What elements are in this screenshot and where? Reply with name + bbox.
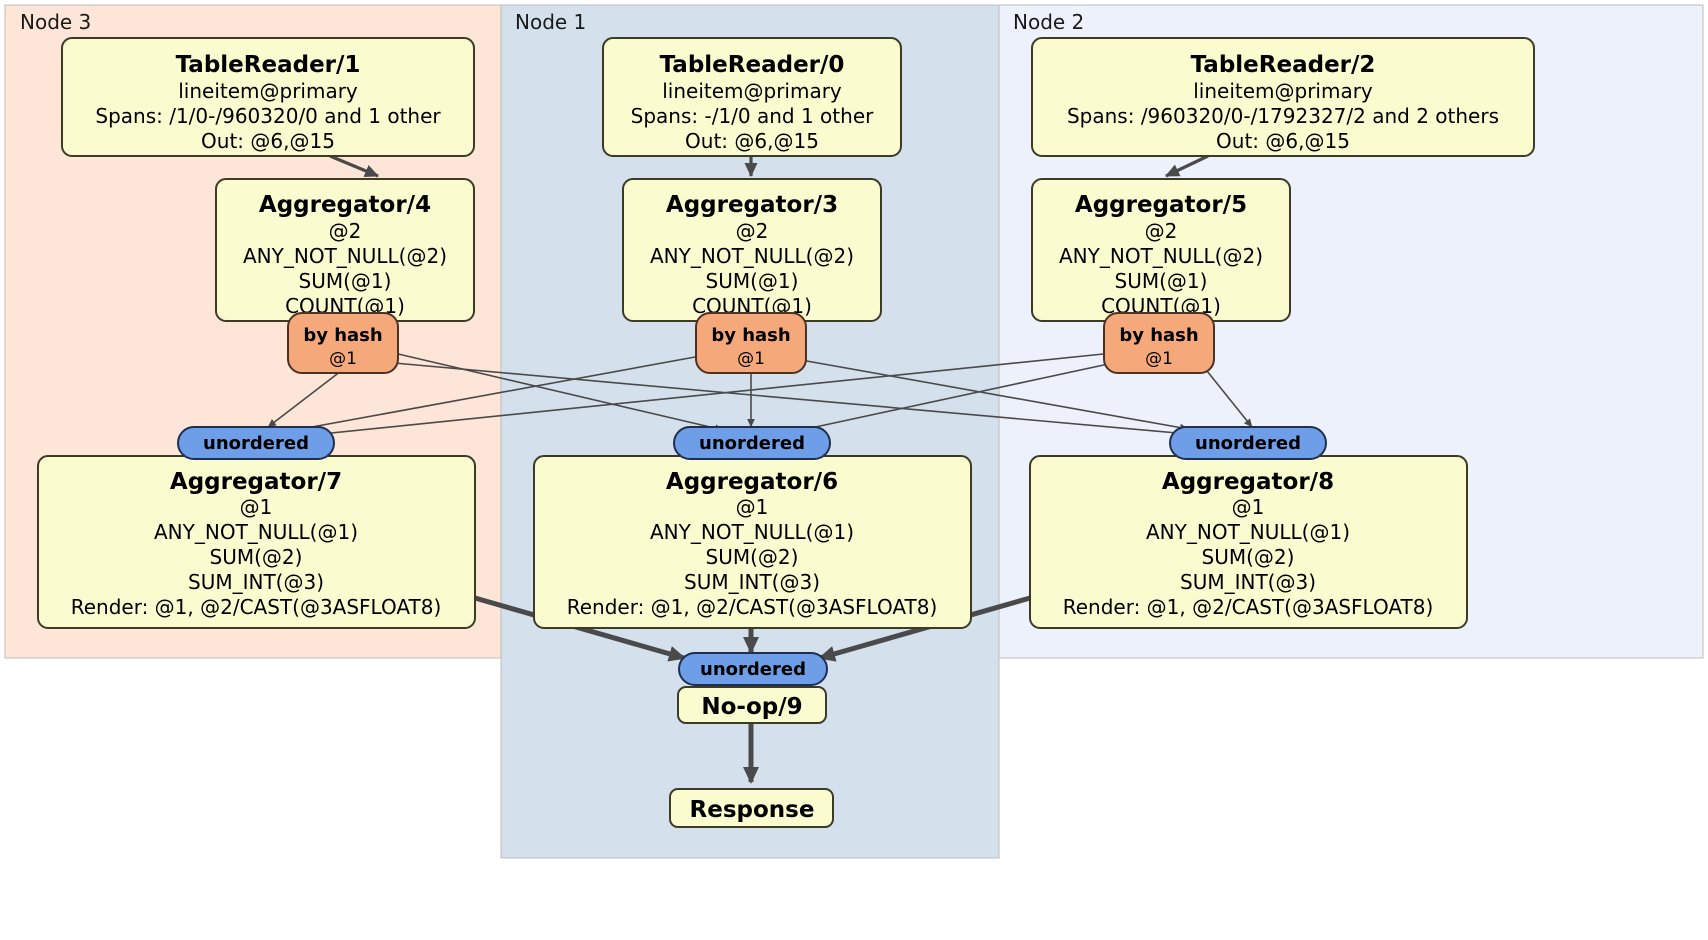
processor-tablereader1-line-0: lineitem@primary — [178, 79, 358, 103]
processor-aggregator8-line-4: Render: @1, @2/CAST(@3ASFLOAT8) — [1063, 595, 1434, 619]
processor-noop9[interactable]: No-op/9 — [677, 686, 827, 724]
processor-tablereader2-title: TableReader/2 — [1191, 52, 1376, 78]
sync-unordered-left[interactable]: unordered — [177, 426, 335, 460]
sync-unordered-right-label: unordered — [1195, 433, 1301, 454]
edge-byhash-center-unordered-right — [800, 359, 1189, 432]
processor-aggregator3-line-1: ANY_NOT_NULL(@2) — [650, 244, 854, 268]
processor-aggregator5-line-0: @2 — [1145, 219, 1178, 243]
processor-noop9-title: No-op/9 — [701, 694, 802, 720]
edge-byhash-right-unordered-center — [782, 362, 1114, 437]
processor-aggregator6-line-3: SUM_INT(@3) — [684, 570, 820, 594]
processor-aggregator7-line-3: SUM_INT(@3) — [188, 570, 324, 594]
processor-aggregator6-line-0: @1 — [736, 495, 769, 519]
hash-router-byhash-left-sub: @1 — [329, 349, 357, 369]
processor-tablereader0-line-0: lineitem@primary — [662, 79, 842, 103]
processor-tablereader2[interactable]: TableReader/2 lineitem@primary Spans: /9… — [1031, 37, 1535, 157]
processor-aggregator8-line-3: SUM_INT(@3) — [1180, 570, 1316, 594]
processor-aggregator8-title: Aggregator/8 — [1162, 469, 1334, 495]
processor-response-title: Response — [690, 797, 815, 823]
processor-tablereader1-line-1: Spans: /1/0-/960320/0 and 1 other — [95, 104, 441, 128]
hash-router-byhash-center-sub: @1 — [737, 349, 765, 369]
processor-tablereader2-line-1: Spans: /960320/0-/1792327/2 and 2 others — [1067, 104, 1499, 128]
processor-response[interactable]: Response — [669, 788, 834, 828]
processor-aggregator3-line-2: SUM(@1) — [706, 269, 799, 293]
processor-aggregator4-line-1: ANY_NOT_NULL(@2) — [243, 244, 447, 268]
panel-node2-label: Node 2 — [1013, 10, 1084, 34]
processor-aggregator4-line-0: @2 — [329, 219, 362, 243]
processor-aggregator8-line-2: SUM(@2) — [1202, 545, 1295, 569]
processor-aggregator4-line-2: SUM(@1) — [299, 269, 392, 293]
edge-byhash-center-unordered-left — [289, 354, 707, 434]
sync-unordered-final[interactable]: unordered — [678, 652, 828, 686]
sync-unordered-center[interactable]: unordered — [673, 426, 831, 460]
edge-byhash-left-unordered-right — [393, 362, 1189, 438]
processor-aggregator5-title: Aggregator/5 — [1075, 192, 1247, 218]
processor-tablereader0[interactable]: TableReader/0 lineitem@primary Spans: -/… — [602, 37, 902, 157]
processor-aggregator3-title: Aggregator/3 — [666, 192, 838, 218]
hash-router-byhash-center-title: by hash — [711, 325, 790, 346]
edge-tablereader2-aggregator5 — [1165, 154, 1209, 178]
edge-byhash-right-unordered-right — [1206, 370, 1253, 428]
hash-router-byhash-right-sub: @1 — [1145, 349, 1173, 369]
hash-router-byhash-center[interactable]: by hash @1 — [695, 312, 807, 374]
edge-byhash-left-unordered-center — [393, 352, 724, 432]
processor-tablereader2-line-2: Out: @6,@15 — [1216, 129, 1350, 153]
hash-router-byhash-left[interactable]: by hash @1 — [287, 312, 399, 374]
hash-router-byhash-right[interactable]: by hash @1 — [1103, 312, 1215, 374]
processor-aggregator3-line-0: @2 — [736, 219, 769, 243]
processor-aggregator8-line-0: @1 — [1232, 495, 1265, 519]
hash-router-byhash-left-title: by hash — [303, 325, 382, 346]
processor-aggregator6[interactable]: Aggregator/6 @1 ANY_NOT_NULL(@1) SUM(@2)… — [533, 455, 972, 629]
panel-node1-label: Node 1 — [515, 10, 586, 34]
sync-unordered-right[interactable]: unordered — [1169, 426, 1327, 460]
sync-unordered-left-label: unordered — [203, 433, 309, 454]
processor-tablereader0-line-2: Out: @6,@15 — [685, 129, 819, 153]
edge-byhash-right-unordered-left — [291, 352, 1114, 441]
sync-unordered-center-label: unordered — [699, 433, 805, 454]
processor-aggregator5-line-2: SUM(@1) — [1115, 269, 1208, 293]
processor-aggregator6-line-4: Render: @1, @2/CAST(@3ASFLOAT8) — [567, 595, 938, 619]
processor-aggregator4-title: Aggregator/4 — [259, 192, 431, 218]
processor-aggregator5-line-1: ANY_NOT_NULL(@2) — [1059, 244, 1263, 268]
processor-aggregator4[interactable]: Aggregator/4 @2 ANY_NOT_NULL(@2) SUM(@1)… — [215, 178, 475, 322]
processor-tablereader1-title: TableReader/1 — [176, 52, 361, 78]
sync-unordered-final-label: unordered — [700, 659, 806, 680]
processor-aggregator6-line-2: SUM(@2) — [706, 545, 799, 569]
edge-byhash-left-unordered-left — [267, 370, 342, 428]
processor-aggregator6-line-1: ANY_NOT_NULL(@1) — [650, 520, 854, 544]
processor-tablereader0-line-1: Spans: -/1/0 and 1 other — [631, 104, 874, 128]
processor-tablereader1-line-2: Out: @6,@15 — [201, 129, 335, 153]
processor-aggregator3[interactable]: Aggregator/3 @2 ANY_NOT_NULL(@2) SUM(@1)… — [622, 178, 882, 322]
panel-node3-label: Node 3 — [20, 10, 91, 34]
processor-aggregator7-line-2: SUM(@2) — [210, 545, 303, 569]
processor-tablereader2-line-0: lineitem@primary — [1193, 79, 1373, 103]
processor-aggregator5[interactable]: Aggregator/5 @2 ANY_NOT_NULL(@2) SUM(@1)… — [1031, 178, 1291, 322]
processor-aggregator8-line-1: ANY_NOT_NULL(@1) — [1146, 520, 1350, 544]
hash-router-byhash-right-title: by hash — [1119, 325, 1198, 346]
processor-aggregator8[interactable]: Aggregator/8 @1 ANY_NOT_NULL(@1) SUM(@2)… — [1029, 455, 1468, 629]
processor-aggregator7-line-0: @1 — [240, 495, 273, 519]
processor-aggregator7-title: Aggregator/7 — [170, 469, 342, 495]
processor-tablereader0-title: TableReader/0 — [660, 52, 845, 78]
edge-tablereader1-aggregator4 — [329, 154, 379, 178]
processor-aggregator7-line-1: ANY_NOT_NULL(@1) — [154, 520, 358, 544]
processor-aggregator6-title: Aggregator/6 — [666, 469, 838, 495]
processor-tablereader1[interactable]: TableReader/1 lineitem@primary Spans: /1… — [61, 37, 475, 157]
processor-aggregator7-line-4: Render: @1, @2/CAST(@3ASFLOAT8) — [71, 595, 442, 619]
processor-aggregator7[interactable]: Aggregator/7 @1 ANY_NOT_NULL(@1) SUM(@2)… — [37, 455, 476, 629]
